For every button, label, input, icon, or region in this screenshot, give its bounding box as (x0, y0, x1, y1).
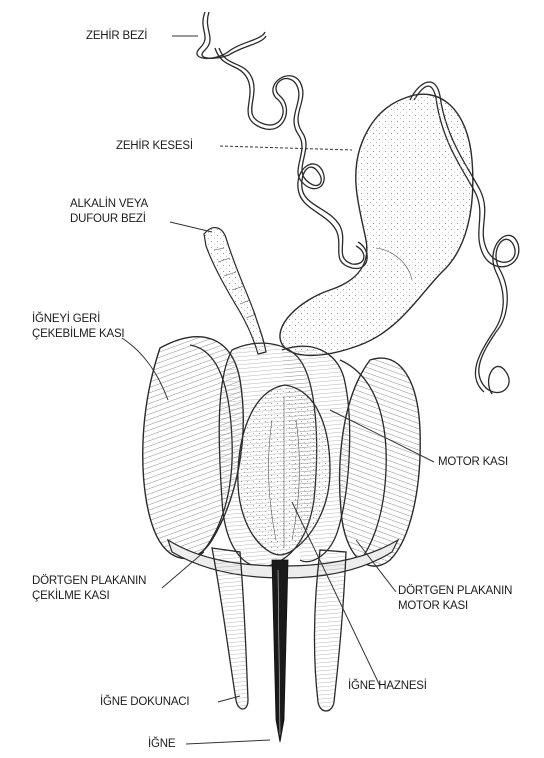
label-quad-plate-motor: DÖRTGEN PLAKANIN MOTOR KASI (398, 584, 512, 614)
label-retractor-muscle: İĞNEYİ GERİ ÇEKEBİLME KASI (32, 312, 124, 342)
motor-muscle-right (340, 358, 421, 566)
label-quad-plate-retractor: DÖRTGEN PLAKANIN ÇEKİLME KASI (32, 574, 146, 604)
label-dufour-gland: ALKALİN VEYA DUFOUR BEZİ (70, 197, 148, 227)
venom-sac (280, 94, 473, 355)
label-venom-gland: ZEHİR BEZİ (86, 29, 147, 44)
label-venom-sac: ZEHİR KESESİ (116, 139, 193, 154)
dufour-gland (204, 228, 266, 354)
sting-palp-right (314, 550, 346, 711)
label-sting-sheath: İĞNE HAZNESİ (348, 679, 427, 694)
label-sting-palp: İĞNE DOKUNACI (100, 695, 189, 710)
label-sting: İĞNE (148, 737, 175, 752)
label-motor-muscle: MOTOR KASI (438, 455, 508, 470)
sting-needle (272, 560, 288, 742)
